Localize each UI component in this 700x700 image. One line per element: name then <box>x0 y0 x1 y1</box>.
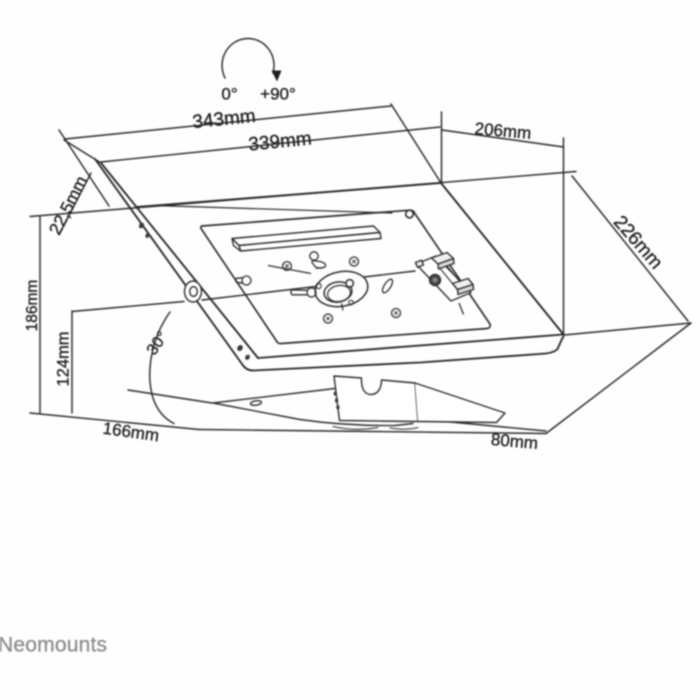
svg-text:80mm: 80mm <box>490 430 539 453</box>
svg-text:124mm: 124mm <box>55 331 73 386</box>
svg-text:186mm: 186mm <box>24 280 41 332</box>
svg-text:+90°: +90° <box>260 85 296 104</box>
svg-text:Neomounts: Neomounts <box>0 634 107 657</box>
svg-text:22,5mm: 22,5mm <box>45 173 92 238</box>
svg-text:166mm: 166mm <box>102 419 161 446</box>
svg-text:339mm: 339mm <box>248 128 313 155</box>
svg-text:226mm: 226mm <box>609 212 666 274</box>
svg-text:343mm: 343mm <box>192 106 257 133</box>
svg-text:0°: 0° <box>221 85 237 104</box>
svg-text:30°: 30° <box>144 329 172 359</box>
svg-text:206mm: 206mm <box>474 119 532 143</box>
